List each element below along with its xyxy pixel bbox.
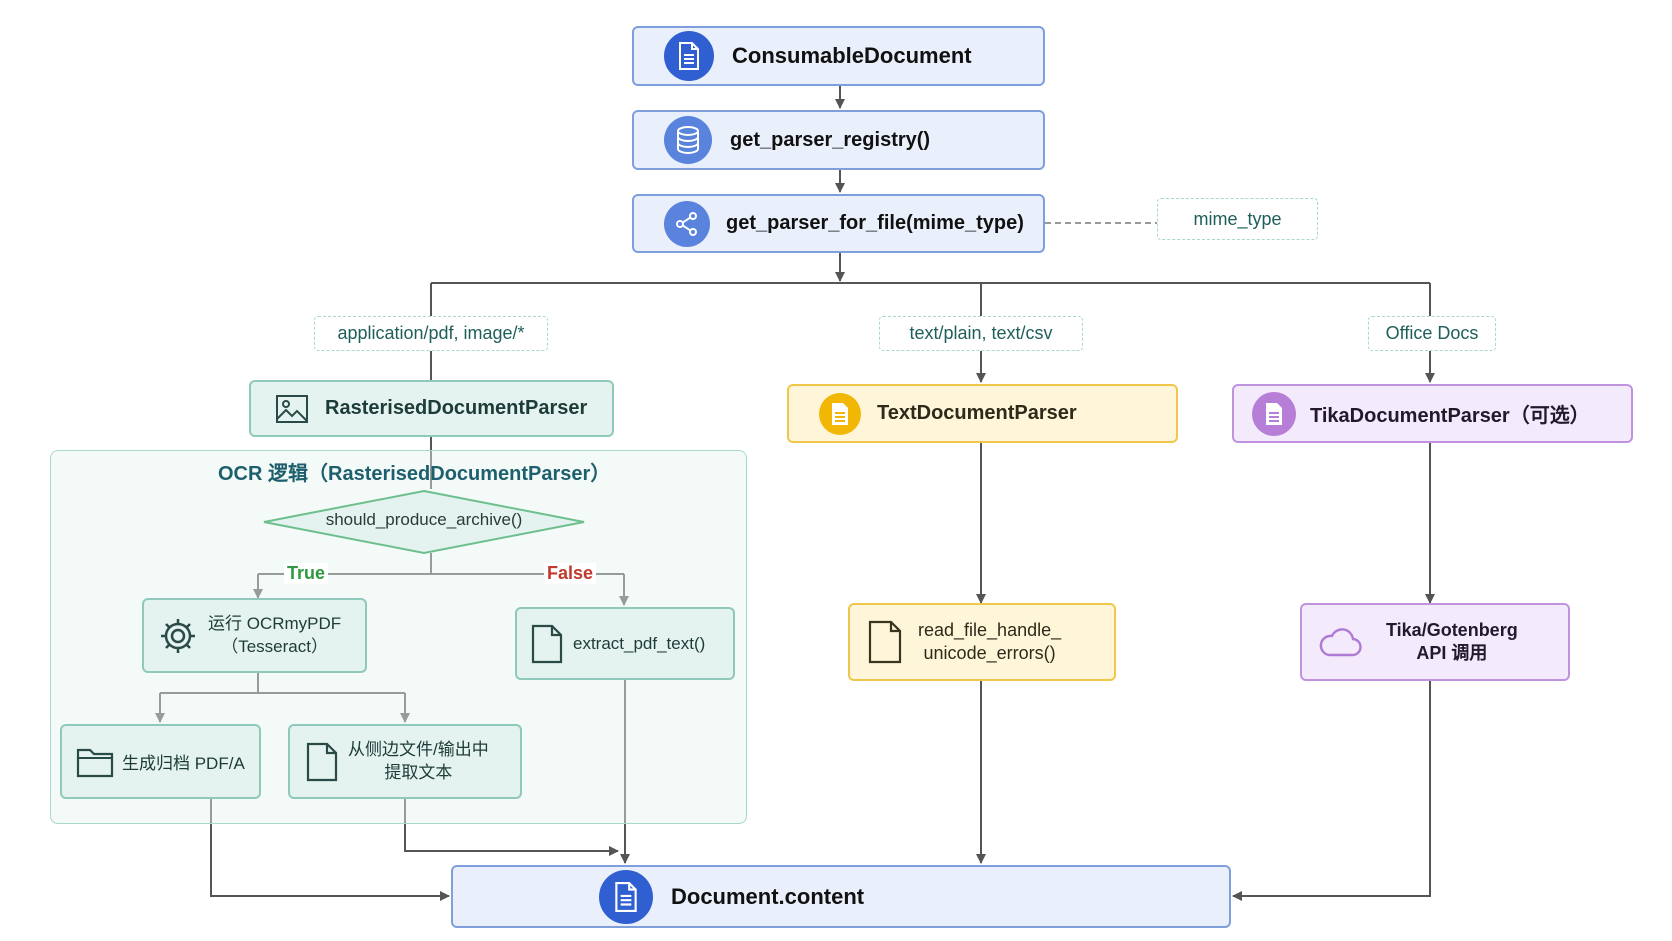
cloud-icon <box>1318 627 1362 657</box>
gear-icon <box>158 616 198 656</box>
node-label: 生成归档 PDF/A <box>122 754 245 773</box>
node-label: extract_pdf_text() <box>573 633 706 653</box>
document-icon <box>819 392 861 435</box>
folder-icon <box>76 746 114 778</box>
document-icon <box>1252 391 1296 436</box>
decision-label: should_produce_archive() <box>325 510 523 529</box>
node-label-line1: Tika/Gotenberg <box>1386 619 1518 640</box>
node-label: TikaDocumentParser（可选） <box>1310 405 1590 427</box>
node-get-parser-registry[interactable]: get_parser_registry() <box>632 110 1045 170</box>
node-label-line2: （Tesseract） <box>221 636 328 656</box>
document-icon <box>664 31 714 81</box>
node-extract-sidecar[interactable]: 从侧边文件/输出中 提取文本 <box>288 724 522 799</box>
node-label: TextDocumentParser <box>877 402 1077 424</box>
tag-office-docs: Office Docs <box>1368 316 1496 351</box>
node-run-ocrmypdf[interactable]: 运行 OCRmyPDF （Tesseract） <box>142 598 367 673</box>
share-icon <box>664 200 710 247</box>
node-label: RasterisedDocumentParser <box>325 397 588 419</box>
node-label: get_parser_registry() <box>730 128 931 151</box>
node-label: ConsumableDocument <box>732 43 972 68</box>
file-icon <box>531 624 563 664</box>
tag-pdf-image: application/pdf, image/* <box>314 316 548 351</box>
node-get-parser-for-file[interactable]: get_parser_for_file(mime_type) <box>632 194 1045 253</box>
node-tika-parser[interactable]: TikaDocumentParser（可选） <box>1232 384 1633 443</box>
tag-mime-type: mime_type <box>1157 198 1318 240</box>
decision-diamond <box>263 489 585 555</box>
node-consumable-document[interactable]: ConsumableDocument <box>632 26 1045 86</box>
file-icon <box>306 742 338 782</box>
node-label-line2: unicode_errors() <box>923 643 1056 663</box>
document-icon <box>599 869 653 924</box>
node-label-line1: read_file_handle_ <box>918 619 1062 640</box>
file-icon <box>868 620 902 664</box>
branch-true-label: True <box>284 563 329 584</box>
node-label-line2: API 调用 <box>1416 643 1488 663</box>
node-tika-api[interactable]: Tika/Gotenberg API 调用 <box>1300 603 1570 681</box>
node-label-line2: 提取文本 <box>384 762 453 782</box>
node-label: Document.content <box>671 883 865 909</box>
node-extract-pdf-text[interactable]: extract_pdf_text() <box>515 607 735 680</box>
node-read-file-handle[interactable]: read_file_handle_ unicode_errors() <box>848 603 1116 681</box>
node-rasterised-parser[interactable]: RasterisedDocumentParser <box>249 380 614 437</box>
image-icon <box>275 394 309 424</box>
node-label-line1: 从侧边文件/输出中 <box>348 740 489 760</box>
tag-text-csv: text/plain, text/csv <box>879 316 1083 351</box>
node-label: get_parser_for_file(mime_type) <box>726 212 1024 234</box>
node-label-line1: 运行 OCRmyPDF <box>208 614 342 634</box>
ocr-group-title: OCR 逻辑（RasterisedDocumentParser） <box>218 463 611 485</box>
node-document-content[interactable]: Document.content <box>451 865 1231 928</box>
node-generate-archive[interactable]: 生成归档 PDF/A <box>60 724 261 799</box>
branch-false-label: False <box>544 563 597 584</box>
node-text-parser[interactable]: TextDocumentParser <box>787 384 1178 443</box>
database-icon <box>664 116 712 164</box>
